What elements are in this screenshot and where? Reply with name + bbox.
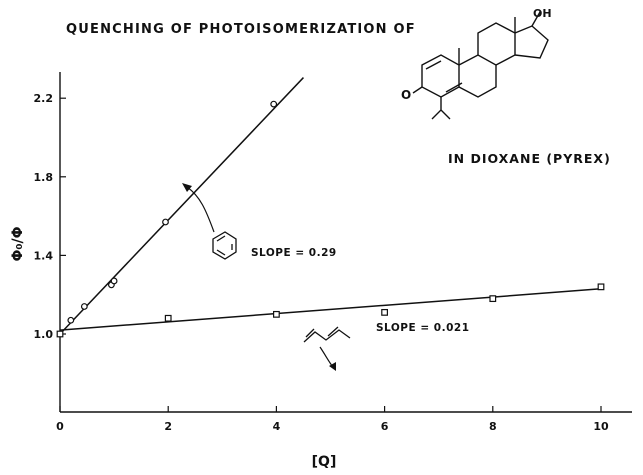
series-layer	[56, 77, 605, 338]
x-tick-label-5: 10	[593, 420, 609, 433]
chart-title: QUENCHING OF PHOTOISOMERIZATION OF	[66, 22, 416, 37]
pentadiene-arrow	[319, 346, 334, 368]
pentadiene-double-bonds	[305, 326, 339, 338]
y-axis-label: Φ₀/Φ	[10, 226, 26, 261]
pentadiene-arrowhead	[329, 362, 336, 371]
steroid-ketone-bond	[412, 86, 423, 94]
x-tick-label-4: 8	[489, 420, 497, 433]
steroid-ring-d	[514, 25, 549, 59]
benzene-inner-bonds	[216, 235, 233, 256]
steroid-ring-b-double-bond	[445, 82, 463, 93]
x-tick-label-3: 6	[381, 420, 389, 433]
circle-point-5	[270, 100, 278, 108]
steroid-ring-c	[477, 22, 516, 66]
y-axis-ticks: 1.0 1.4 1.8 2.2	[34, 92, 66, 341]
steroid-structure-drawing	[412, 11, 549, 120]
x-axis-label: [Q]	[312, 454, 337, 470]
circle-point-3	[110, 277, 118, 285]
square-point-1	[164, 314, 172, 322]
steroid-oh-label: OH	[533, 7, 552, 20]
fit-line-0	[59, 77, 304, 335]
square-point-4	[489, 295, 497, 303]
y-tick-label-3: 2.2	[34, 92, 54, 105]
circle-point-0	[67, 316, 75, 324]
benzene-arrow	[186, 186, 215, 233]
square-point-2	[273, 310, 280, 318]
pentadiene-slope-annotation: SLOPE = 0.021	[376, 322, 470, 334]
y-tick-label-2: 1.8	[34, 171, 54, 184]
steroid-ring-a-double-bond	[425, 60, 442, 70]
fit-line-1	[59, 288, 602, 331]
benzene-slope-annotation: SLOPE = 0.29	[251, 247, 337, 259]
x-tick-label-2: 4	[273, 420, 281, 433]
circle-point-1	[80, 303, 88, 310]
steroid-ketone-o-label: O	[401, 88, 411, 102]
square-point-5	[597, 283, 605, 291]
pentadiene-icon	[303, 326, 351, 343]
chart-subtitle: IN DIOXANE (PYREX)	[448, 151, 611, 166]
steroid-ring-b	[458, 54, 497, 98]
benzene-icon	[212, 231, 237, 260]
x-axis-ticks: 0 2 4 6 8 10	[56, 406, 609, 433]
x-tick-label-1: 2	[164, 420, 172, 433]
steroid-methyl-bonds	[458, 11, 541, 65]
benzene-ring	[212, 231, 237, 260]
pentadiene-skeleton	[303, 329, 351, 343]
square-point-0	[56, 330, 64, 338]
x-tick-label-0: 0	[56, 420, 64, 433]
y-tick-label-1: 1.4	[34, 249, 54, 262]
circle-point-4	[162, 218, 169, 226]
steroid-isopropyl-group	[431, 97, 451, 120]
benzene-arrowhead	[182, 183, 192, 192]
square-point-3	[381, 308, 388, 316]
y-tick-label-0: 1.0	[34, 328, 54, 341]
